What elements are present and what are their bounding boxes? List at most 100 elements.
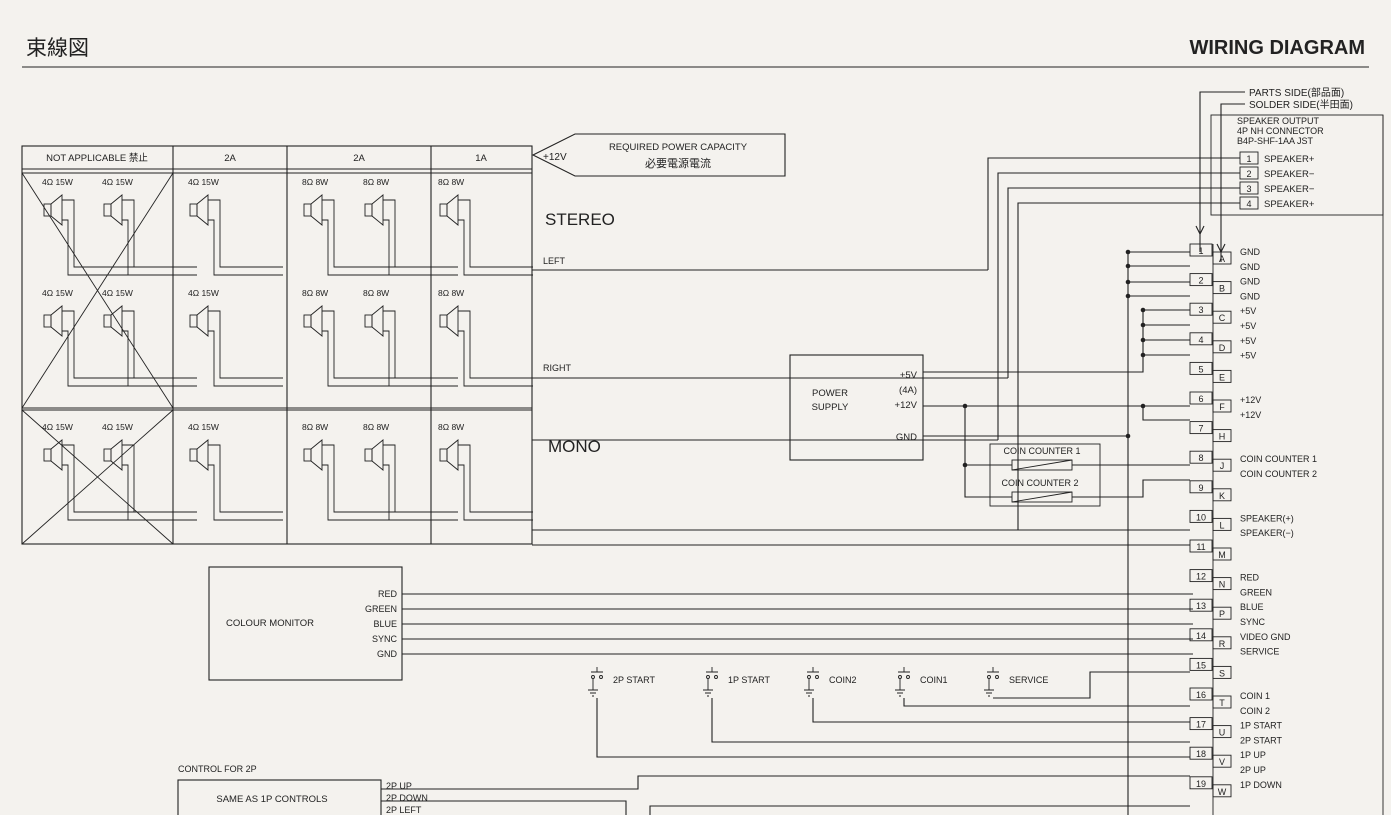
header-2a-col2: 2A xyxy=(353,153,365,164)
edge-pin-letter-box xyxy=(1212,458,1232,472)
speaker-icon xyxy=(439,305,459,337)
header-2a-col1: 2A xyxy=(224,153,236,164)
edge-pin-label: VIDEO GND xyxy=(1240,632,1291,642)
speaker-icon xyxy=(43,194,63,226)
edge-pin-label: COIN 1 xyxy=(1240,691,1270,701)
edge-pin-number-box xyxy=(1189,746,1213,760)
coin-counter-1-label: COIN COUNTER 1 xyxy=(1003,446,1080,456)
speaker-rating: 8Ω 8W xyxy=(302,422,328,432)
edge-pin-number-box xyxy=(1189,361,1213,375)
edge-pin-label: COIN 2 xyxy=(1240,706,1270,716)
power-supply-5v: +5V xyxy=(900,370,918,381)
edge-pin-number: 10 xyxy=(1196,512,1206,522)
edge-pin-letter: V xyxy=(1219,757,1225,767)
speaker-rating: 4Ω 15W xyxy=(188,422,219,432)
monitor-signal-label: GREEN xyxy=(365,604,397,614)
edge-pin-label: SYNC xyxy=(1240,617,1266,627)
edge-pin-number: 11 xyxy=(1196,542,1205,552)
edge-pin-number-box xyxy=(1189,391,1213,405)
power-capacity-label: REQUIRED POWER CAPACITY xyxy=(609,142,748,153)
monitor-signal-label: SYNC xyxy=(372,634,398,644)
speaker-rating: 4Ω 15W xyxy=(102,422,133,432)
edge-pin-letter-box xyxy=(1212,695,1232,709)
power-supply-amps: (4A) xyxy=(899,385,917,396)
speaker-icon xyxy=(439,194,459,226)
edge-pin-letter: S xyxy=(1219,668,1225,678)
speaker-icon xyxy=(303,305,323,337)
speaker-icon xyxy=(189,305,209,337)
speaker-icon xyxy=(103,439,123,471)
edge-pin-number: 4 xyxy=(1198,335,1203,345)
speaker-icon xyxy=(103,194,123,226)
edge-pin-number-box xyxy=(1189,480,1213,494)
edge-pin-number-box xyxy=(1189,243,1213,257)
control-signal-label: 2P DOWN xyxy=(386,793,428,803)
edge-pin-letter: D xyxy=(1219,343,1226,353)
speaker-icon xyxy=(364,439,384,471)
edge-pin-number: 12 xyxy=(1196,572,1206,582)
speaker-icon xyxy=(189,194,209,226)
speaker-rating: 8Ω 8W xyxy=(302,177,328,187)
edge-pin-letter-box xyxy=(1212,429,1232,443)
left-channel-label: LEFT xyxy=(543,256,566,266)
power-supply: POWER SUPPLY +5V (4A) +12V GND xyxy=(789,354,924,461)
pushbutton-switch-icon xyxy=(588,667,603,697)
edge-pin-letter: F xyxy=(1219,402,1225,412)
edge-pin-letter-box xyxy=(1212,517,1232,531)
edge-pin-letter: P xyxy=(1219,609,1225,619)
edge-pin-number: 9 xyxy=(1198,483,1203,493)
speaker-icon xyxy=(189,439,209,471)
edge-pin-letter: C xyxy=(1219,313,1226,323)
edge-pin-label: SPEAKER(+) xyxy=(1240,513,1294,523)
edge-pin-label: +12V xyxy=(1240,410,1261,420)
edge-pin-letter: W xyxy=(1218,787,1227,797)
speaker-icon xyxy=(103,305,123,337)
edge-pin-number-box xyxy=(1189,273,1213,287)
speaker-rating: 8Ω 8W xyxy=(363,288,389,298)
edge-pin-label: BLUE xyxy=(1240,602,1264,612)
speaker-pin-number: 3 xyxy=(1246,184,1251,194)
solder-side-label: SOLDER SIDE(半田面) xyxy=(1249,98,1353,111)
switch-label: 2P START xyxy=(613,675,656,685)
switch-label: 1P START xyxy=(728,675,771,685)
right-channel-label: RIGHT xyxy=(543,363,572,373)
edge-pin-letter: E xyxy=(1219,372,1225,382)
power-capacity-label-jp: 必要電源電流 xyxy=(645,156,711,170)
control-2p-title: CONTROL FOR 2P xyxy=(178,764,257,774)
edge-pin-letter: M xyxy=(1218,550,1226,560)
edge-pin-number: 6 xyxy=(1198,394,1203,404)
edge-pin-number: 3 xyxy=(1198,305,1203,315)
edge-pin-letter-box xyxy=(1212,754,1232,768)
edge-pin-label: GND xyxy=(1240,291,1261,301)
edge-pin-letter: U xyxy=(1219,728,1226,738)
edge-pin-label: 1P UP xyxy=(1240,750,1266,760)
monitor-signal-label: BLUE xyxy=(373,619,397,629)
power-supply-label-1: POWER xyxy=(812,388,848,399)
speaker-rating: 4Ω 15W xyxy=(42,177,73,187)
edge-pin-number-box xyxy=(1189,539,1213,553)
edge-pin-label: +5V xyxy=(1240,321,1256,331)
speaker-rating: 8Ω 8W xyxy=(363,422,389,432)
stereo-label: STEREO xyxy=(545,210,615,229)
edge-pin-label: +5V xyxy=(1240,336,1256,346)
speaker-rating: 4Ω 15W xyxy=(102,177,133,187)
speaker-rating: 4Ω 15W xyxy=(102,288,133,298)
edge-pin-label: SERVICE xyxy=(1240,647,1279,657)
title-japanese: 束線図 xyxy=(26,37,89,60)
same-as-1p-label: SAME AS 1P CONTROLS xyxy=(216,794,327,805)
edge-pin-number: 19 xyxy=(1196,779,1206,789)
mono-label: MONO xyxy=(548,437,601,456)
edge-pin-letter: R xyxy=(1219,639,1226,649)
speaker-rating: 8Ω 8W xyxy=(438,177,464,187)
speaker-pin-number: 2 xyxy=(1246,169,1251,179)
edge-pin-letter-box xyxy=(1212,606,1232,620)
speaker-rating: 8Ω 8W xyxy=(438,422,464,432)
edge-pin-number-box xyxy=(1189,332,1213,346)
switch-label: COIN2 xyxy=(829,675,857,685)
edge-pin-letter: K xyxy=(1219,491,1225,501)
edge-pin-number: 13 xyxy=(1196,601,1206,611)
